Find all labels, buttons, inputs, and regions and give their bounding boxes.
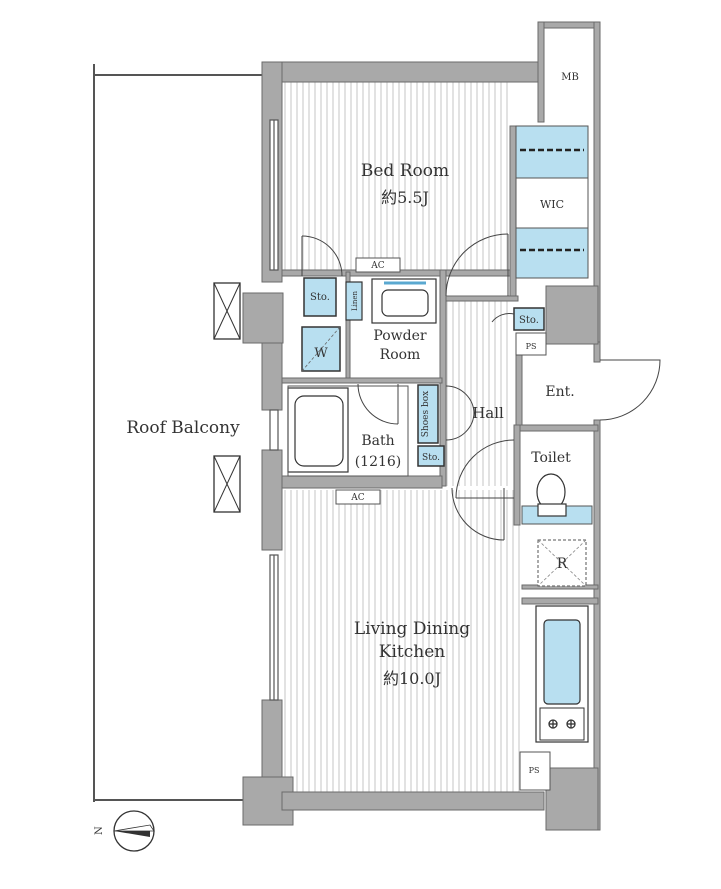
- stove-burner-icon: [548, 719, 576, 729]
- ac-label-lower: AC: [350, 493, 364, 503]
- refrigerator-box: [537, 539, 587, 587]
- ventilation-x-icon: [213, 282, 241, 340]
- hall-floor: [446, 296, 510, 486]
- room-label-ps-upper: PS: [526, 342, 537, 351]
- room-label-bath-1: Bath: [361, 433, 394, 449]
- room-label-roof-balcony: Roof Balcony: [126, 418, 240, 438]
- ldk-floor: [284, 490, 520, 792]
- sto-right-box: [513, 307, 545, 331]
- bath-outline: [287, 385, 409, 477]
- compass-label: N: [94, 826, 105, 835]
- washer-box: [301, 326, 341, 372]
- linen-box: [345, 281, 363, 321]
- toilet-fixture: [521, 473, 593, 525]
- ac-unit-lower: [335, 489, 381, 505]
- ac-unit-upper: [355, 257, 401, 273]
- room-label-entrance: Ent.: [545, 384, 574, 400]
- room-label-powder-2: Room: [380, 347, 421, 363]
- room-label-refrigerator: R: [557, 556, 568, 572]
- room-label-sto-right: Sto.: [519, 315, 539, 326]
- room-label-wic: WIC: [540, 198, 564, 211]
- room-label-bedroom: Bed Room: [361, 161, 449, 181]
- room-size-bedroom: 約5.5J: [381, 188, 429, 207]
- room-label-washer: W: [314, 346, 328, 361]
- room-label-linen: Linen: [351, 290, 359, 311]
- powder-sink: [371, 278, 437, 324]
- ac-label-upper: AC: [370, 261, 384, 271]
- ps-lower-box: [519, 751, 551, 791]
- room-label-ldk-1: Living Dining: [354, 619, 470, 639]
- door-swing-icon: [301, 233, 661, 541]
- room-label-sto-top: Sto.: [310, 292, 330, 303]
- sto-top-box: [303, 277, 337, 317]
- room-label-ps-lower: PS: [529, 766, 540, 775]
- room-label-toilet: Toilet: [531, 450, 571, 466]
- compass-icon: [113, 810, 155, 852]
- sto-bath-box: [417, 445, 445, 467]
- wic-storage: [515, 125, 589, 279]
- room-label-bath-2: (1216): [355, 454, 402, 470]
- window: [269, 119, 279, 701]
- bedroom-floor: [284, 82, 512, 272]
- shoes-box: [417, 384, 439, 444]
- room-label-shoes-box: Shoes box: [421, 391, 431, 437]
- roof-balcony-area: [93, 64, 262, 802]
- kitchen-counter: [535, 605, 589, 743]
- room-label-sto-bath: Sto.: [422, 453, 440, 463]
- room-label-powder-1: Powder: [373, 328, 427, 344]
- bathtub: [287, 387, 349, 473]
- room-label-ldk-2: Kitchen: [379, 642, 445, 662]
- room-size-ldk: 約10.0J: [383, 669, 441, 688]
- room-label-mb: MB: [561, 72, 579, 83]
- ventilation-x-icon: [213, 455, 241, 513]
- ps-upper-box: [515, 332, 547, 356]
- room-label-hall: Hall: [472, 404, 504, 422]
